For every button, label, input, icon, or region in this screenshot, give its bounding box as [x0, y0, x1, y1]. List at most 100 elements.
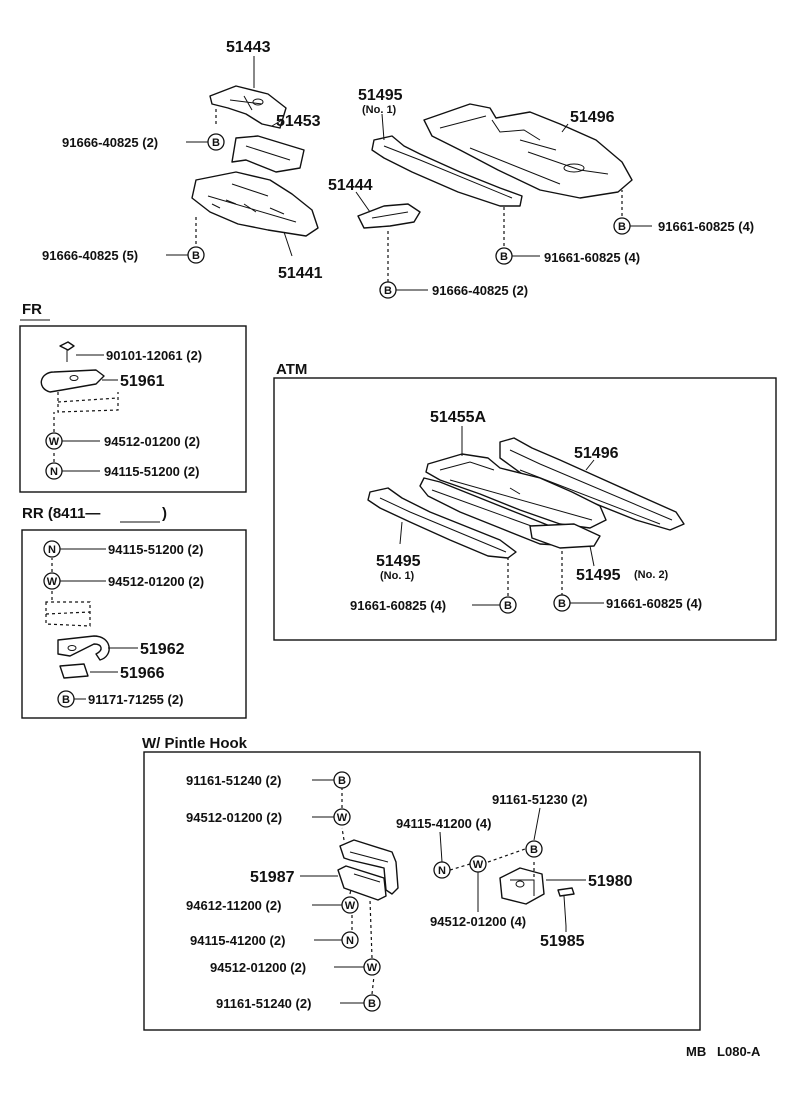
svg-text:B: B	[212, 137, 220, 149]
label-washer-94512-01200: 94512-01200 (2)	[108, 574, 204, 589]
bolt-symbol: B	[207, 133, 225, 151]
section-pintle-hook: W/ Pintle Hook	[142, 735, 701, 1031]
label-nut-94115-51200: 94115-51200 (2)	[104, 464, 199, 479]
label-51495-no1-atm: 51495	[376, 553, 421, 570]
bolt-symbol: B	[187, 246, 205, 264]
svg-text:B: B	[504, 600, 512, 612]
section-title-rr: RR (8411—	[22, 505, 100, 522]
label-51987: 51987	[250, 869, 295, 886]
bolt-symbol: B	[525, 840, 543, 858]
svg-text:W: W	[367, 962, 378, 974]
footer-code: MB L080-A	[686, 1044, 761, 1059]
label-nut-right: 94115-41200 (4)	[396, 816, 491, 831]
label-51455a: 51455A	[430, 409, 486, 426]
svg-text:W: W	[345, 900, 356, 912]
label-washer-top: 94512-01200 (2)	[186, 810, 282, 825]
part-51455a	[425, 453, 607, 529]
label-51495-note: (No. 1)	[362, 104, 397, 116]
label-bolt-right: 91161-51230 (2)	[492, 792, 587, 807]
svg-text:W: W	[337, 812, 348, 824]
svg-text:W: W	[49, 436, 60, 448]
label-bolt-91171-71255: 91171-71255 (2)	[88, 692, 183, 707]
svg-text:B: B	[384, 285, 392, 297]
bolt-symbol: B	[613, 217, 631, 235]
washer-symbol: W	[43, 572, 61, 590]
bolt-symbol: B	[379, 281, 397, 299]
section-fr: FR 90101-12061 (2) 51961 94512-01200 (2)…	[19, 301, 247, 493]
label-washer-low: 94512-01200 (2)	[210, 960, 306, 975]
svg-text:N: N	[346, 935, 354, 947]
label-bolt-91661-60825-4-b: 91661-60825 (4)	[544, 250, 640, 265]
part-51962-hook	[57, 635, 110, 661]
label-bolt-bottom: 91161-51240 (2)	[216, 996, 311, 1011]
part-51444	[357, 203, 421, 229]
label-bolt-left-atm: 91661-60825 (4)	[350, 598, 446, 613]
part-51441	[191, 171, 319, 237]
svg-text:B: B	[192, 250, 200, 262]
svg-text:B: B	[558, 598, 566, 610]
nut-symbol: N	[45, 462, 63, 480]
bolt-symbol: B	[553, 594, 571, 612]
washer-symbol: W	[469, 855, 487, 873]
section-title-atm: ATM	[276, 361, 307, 378]
label-51985: 51985	[540, 933, 585, 950]
section-title-rr-end: )	[162, 505, 167, 522]
part-51496-top	[423, 103, 633, 199]
label-bolt-91666-40825-2-b: 91666-40825 (2)	[432, 283, 528, 298]
bolt-symbol: B	[499, 596, 517, 614]
washer-symbol: W	[333, 808, 351, 826]
part-51443	[209, 85, 287, 129]
label-nut-mid: 94115-41200 (2)	[190, 933, 285, 948]
label-washer-94512-01200: 94512-01200 (2)	[104, 434, 200, 449]
section-title-pintle: W/ Pintle Hook	[142, 735, 248, 752]
label-nut-94115-51200: 94115-51200 (2)	[108, 542, 203, 557]
nut-symbol: N	[341, 931, 359, 949]
label-51495-no1-note: (No. 1)	[380, 570, 415, 582]
svg-text:B: B	[62, 694, 70, 706]
washer-symbol: W	[45, 432, 63, 450]
svg-text:N: N	[48, 544, 56, 556]
bolt-symbol: B	[333, 771, 351, 789]
part-51966-plate	[59, 663, 89, 679]
group-top-right: 51495 (No. 1) 51496 51444 91661-60825 (4…	[328, 87, 754, 299]
part-51980-hook	[499, 867, 545, 905]
label-51444: 51444	[328, 177, 373, 194]
svg-text:B: B	[530, 844, 538, 856]
label-51441: 51441	[278, 265, 323, 282]
section-atm: ATM 51455A 51496 51495 (No. 1) 51495 (No…	[273, 361, 777, 641]
label-51980: 51980	[588, 873, 633, 890]
bolt-symbol: B	[363, 994, 381, 1012]
bolt-symbol: B	[495, 247, 513, 265]
svg-text:N: N	[50, 466, 58, 478]
svg-text:B: B	[618, 221, 626, 233]
label-bolt-right-atm: 91661-60825 (4)	[606, 596, 702, 611]
label-51453: 51453	[276, 113, 321, 130]
label-51496: 51496	[570, 109, 615, 126]
part-51495-no2-atm	[529, 523, 601, 549]
label-51961: 51961	[120, 373, 165, 390]
part-51961-hook	[40, 369, 105, 393]
label-51495: 51495	[358, 87, 403, 104]
label-bolt-91666-40825-5: 91666-40825 (5)	[42, 248, 138, 263]
label-51966: 51966	[120, 665, 165, 682]
svg-text:B: B	[368, 998, 376, 1010]
section-title-fr: FR	[22, 301, 42, 318]
svg-text:W: W	[47, 576, 58, 588]
label-bolt-90101-12061: 90101-12061 (2)	[106, 348, 202, 363]
label-51495-no2-note: (No. 2)	[634, 569, 669, 581]
label-bolt-91666-40825-2: 91666-40825 (2)	[62, 135, 158, 150]
label-washer-right: 94512-01200 (4)	[430, 914, 526, 929]
label-51495-no2-atm: 51495	[576, 567, 621, 584]
label-bolt-top: 91161-51240 (2)	[186, 773, 281, 788]
nut-symbol: N	[43, 540, 61, 558]
svg-text:W: W	[473, 859, 484, 871]
label-51496-atm: 51496	[574, 445, 619, 462]
svg-text:B: B	[500, 251, 508, 263]
svg-text:N: N	[438, 865, 446, 877]
washer-symbol: W	[363, 958, 381, 976]
label-51443: 51443	[226, 39, 271, 56]
svg-text:B: B	[338, 775, 346, 787]
label-washer-mid: 94612-11200 (2)	[186, 898, 281, 913]
section-rr: RR (8411— ) 94115-51200 (2) 94512-01200 …	[21, 505, 247, 719]
